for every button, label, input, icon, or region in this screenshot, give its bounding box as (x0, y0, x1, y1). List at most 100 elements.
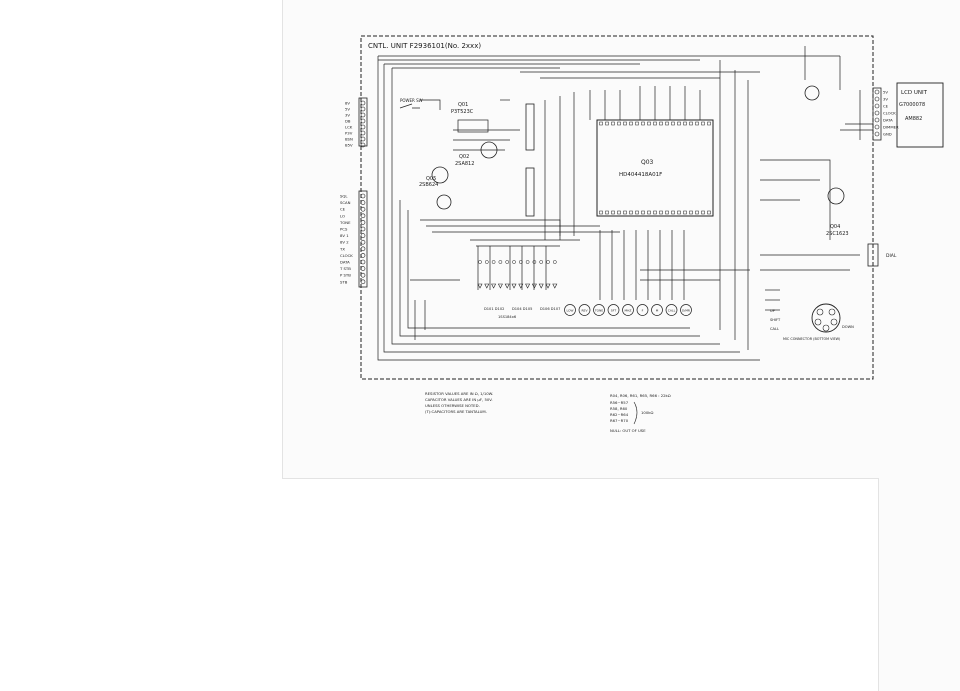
key-label: F (642, 309, 644, 313)
svg-text:AM882: AM882 (905, 116, 922, 122)
transistor-q02: Q02 2SA812 (455, 141, 498, 167)
pin-label: TONE (339, 220, 351, 225)
pin-label: GND (883, 132, 892, 137)
pin-label: 8V (345, 101, 350, 106)
connector-pin (360, 272, 366, 278)
pin-label: 5V (345, 107, 350, 112)
svg-text:P3T523C: P3T523C (451, 109, 474, 115)
pin-label: SCAN (340, 200, 351, 205)
pin-label: 8V 2 (340, 240, 349, 245)
connector-pin (360, 142, 366, 148)
key-label: LOW (567, 309, 574, 313)
svg-text:Q04: Q04 (830, 224, 840, 230)
connector-pin (360, 112, 366, 118)
transistor-extra (436, 194, 452, 210)
pin-label: 8V 1 (340, 233, 349, 238)
key-label: D/MR (682, 309, 690, 313)
key-label: MHZ (625, 309, 632, 313)
key-label: REV (581, 309, 588, 313)
pin-label: 3V (883, 97, 888, 102)
svg-text:LCD UNIT: LCD UNIT (901, 90, 928, 96)
svg-text:R62~R64: R62~R64 (610, 412, 629, 417)
svg-text:DOWN: DOWN (842, 325, 854, 329)
svg-text:DIAL: DIAL (886, 253, 897, 259)
schematic-sheet (282, 0, 960, 479)
lamp (804, 85, 820, 101)
svg-text:Q01: Q01 (458, 102, 468, 108)
pin-label: 3V (345, 113, 350, 118)
connector-pin (874, 131, 880, 137)
connector-pin (360, 279, 366, 285)
key-switch (665, 304, 678, 316)
connector-pin (360, 246, 366, 252)
connector-pin (360, 106, 366, 112)
svg-text:(T):CAPACITORS ARE TANTALUM.: (T):CAPACITORS ARE TANTALUM. (425, 409, 487, 414)
connector-pin (360, 266, 366, 271)
key-switch (680, 304, 692, 316)
pin-label: DB (345, 119, 351, 124)
pin-label: STB (340, 279, 348, 284)
page-margin-strip (878, 478, 960, 691)
connector-pin (360, 233, 366, 238)
pin-label: SQL (340, 194, 348, 199)
key-label: TONE (594, 309, 603, 313)
svg-text:1SS184x6: 1SS184x6 (498, 315, 517, 319)
connector-pin (360, 124, 366, 130)
connector-pin (360, 136, 366, 142)
svg-text:D106 D107: D106 D107 (540, 307, 560, 311)
svg-text:UNLESS OTHERWISE NOTED.: UNLESS OTHERWISE NOTED. (425, 403, 480, 408)
notes-left: RESISTOR VALUES ARE IN Ω, 1/10W. CAPACIT… (425, 391, 493, 414)
ic-q03: Q03 HD404418A01F (596, 119, 714, 217)
key-switch (636, 304, 649, 316)
pin-label: CE (340, 207, 346, 212)
connector-pin (360, 130, 366, 136)
connector-pin (360, 213, 366, 219)
pin-label: PCS (340, 227, 348, 232)
connector-pin (874, 110, 880, 116)
pin-label: CLOCK (883, 111, 896, 116)
pin-label: LO (340, 213, 345, 218)
connector-pin (360, 200, 366, 205)
pin-label: LCK (345, 125, 353, 130)
connector-pin (360, 220, 366, 225)
lcd-unit: LCD UNIT G7000078 AM882 5V3VCECLOCKDATAD… (872, 82, 944, 148)
pin-label: DATA (883, 118, 893, 123)
key-switch (622, 304, 634, 316)
wiring (377, 46, 873, 361)
pin-label: P3V (345, 131, 353, 136)
key-label: SFT (611, 309, 617, 313)
connector-pin (874, 117, 880, 123)
svg-text:Q03: Q03 (641, 159, 654, 166)
svg-text:2SB624: 2SB624 (419, 182, 438, 188)
pin-label: 5V (883, 90, 888, 95)
svg-text:R67~R70: R67~R70 (610, 418, 629, 423)
pin-label: B5V (345, 143, 353, 148)
svg-text:CALL: CALL (770, 327, 779, 331)
transistor-q05: Q05 2SB624 (419, 166, 449, 188)
connector-pin (360, 206, 366, 212)
transistor-q01: Q01 P3T523C (451, 102, 489, 133)
connector-pin (360, 226, 366, 232)
connector-pin (360, 259, 366, 265)
svg-text:2SA812: 2SA812 (455, 161, 474, 167)
svg-text:SHIFT: SHIFT (770, 318, 781, 322)
dial-encoder: DIAL (867, 243, 897, 267)
svg-text:D101 D102: D101 D102 (484, 307, 504, 311)
connector-pin (360, 239, 366, 245)
svg-text:MIC CONNECTOR (BOTTOM VIEW): MIC CONNECTOR (BOTTOM VIEW) (783, 337, 841, 341)
svg-text:HD404418A01F: HD404418A01F (619, 172, 662, 178)
transistor-q04: Q04 2SC1623 (826, 187, 849, 237)
svg-text:Q05: Q05 (426, 176, 436, 182)
svg-text:POWER SW: POWER SW (400, 98, 423, 103)
connector-pin (874, 89, 880, 95)
svg-text:R04, R06, R61, R65, R66 : 22kΩ: R04, R06, R61, R65, R66 : 22kΩ (610, 393, 671, 398)
connector-pin (360, 193, 366, 199)
connector-pin (360, 100, 366, 106)
svg-text:D104 D105: D104 D105 (512, 307, 532, 311)
connector-pin (360, 118, 366, 124)
connector-pin (360, 253, 366, 258)
power-switch: POWER SW (399, 98, 423, 109)
